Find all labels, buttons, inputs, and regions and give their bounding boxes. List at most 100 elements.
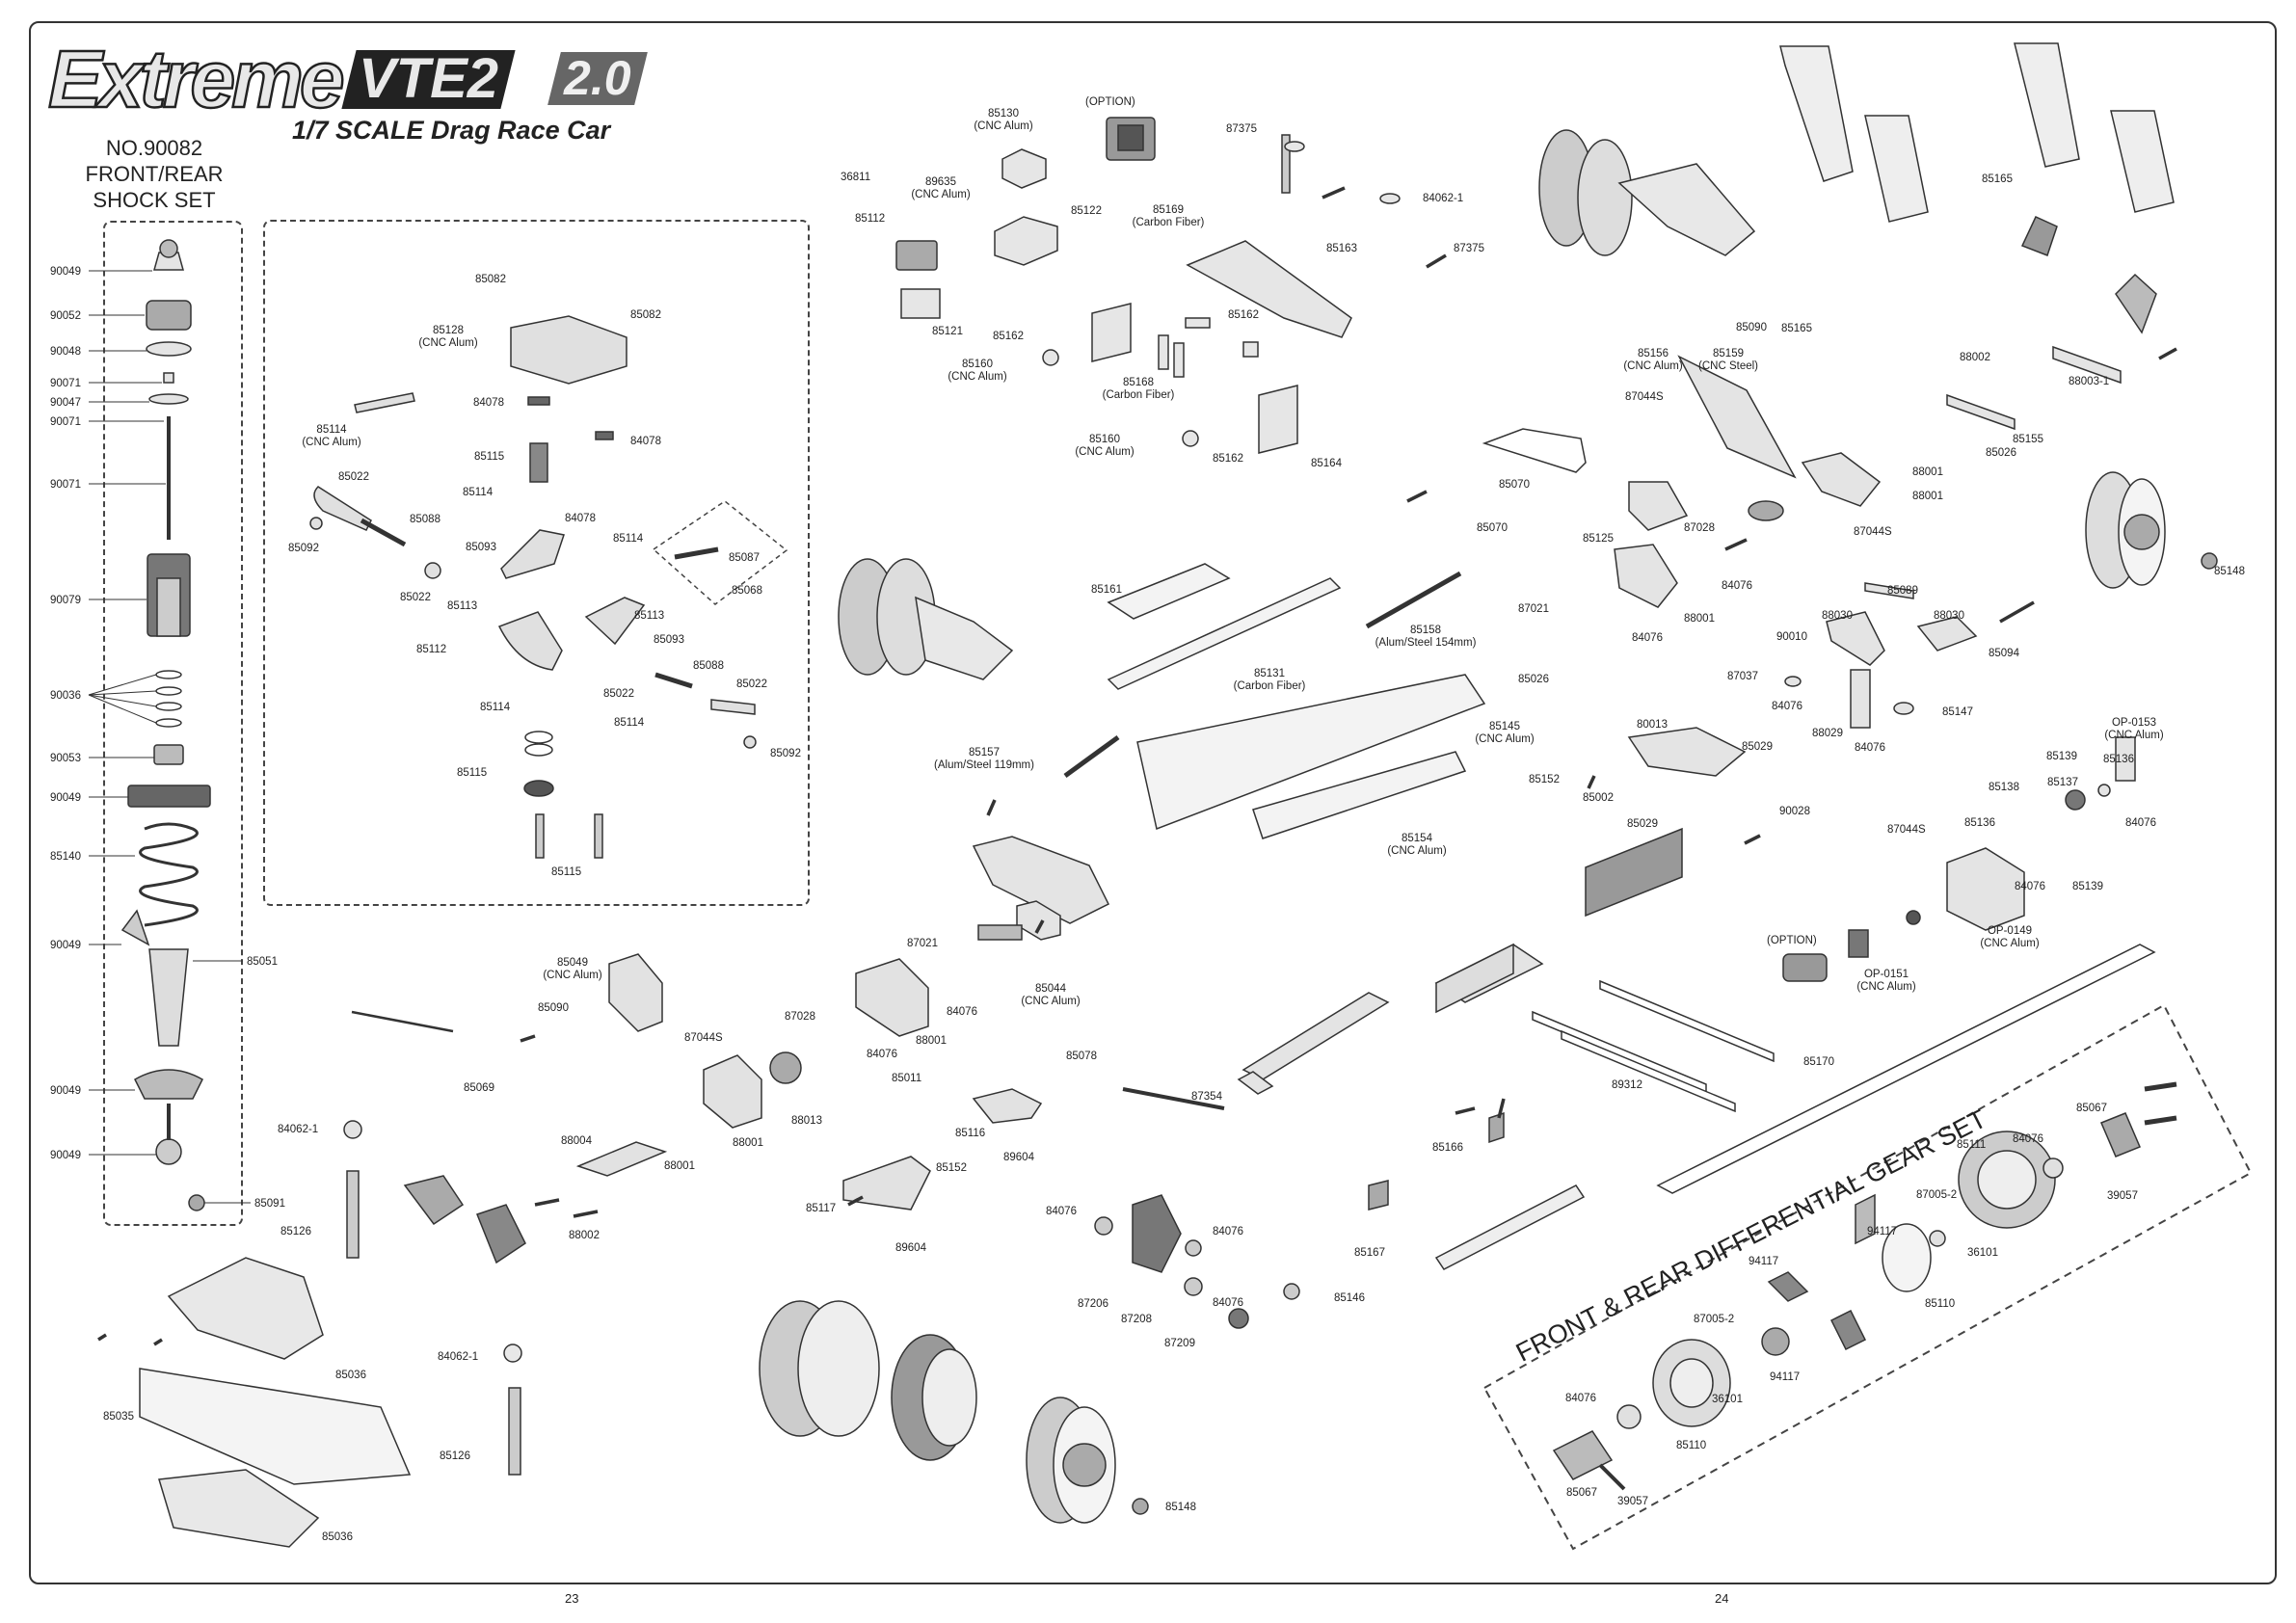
part-label: OP-0151(CNC Alum) xyxy=(1856,969,1916,993)
part-label: 85161 xyxy=(1091,584,1122,596)
part-label: 90071 xyxy=(50,378,81,389)
part-label: 88003-1 xyxy=(2069,376,2110,387)
part-label: 88030 xyxy=(1934,610,1964,622)
part-label: 85070 xyxy=(1499,479,1530,491)
part-label: 85168(Carbon Fiber) xyxy=(1102,377,1175,401)
part-label: 90071 xyxy=(50,416,81,428)
part-label: 87005-2 xyxy=(1916,1189,1958,1201)
part-label: 85122 xyxy=(1071,205,1102,217)
part-label: 84076 xyxy=(2015,881,2045,892)
part-label: 85139 xyxy=(2072,881,2103,892)
screws xyxy=(97,186,2177,1346)
part-label: 84076 xyxy=(1046,1206,1077,1217)
part-label: 85088 xyxy=(410,514,441,525)
shock-set-line3: SHOCK SET xyxy=(93,188,216,212)
part-label: 87028 xyxy=(1684,522,1715,534)
part-label: 85126 xyxy=(280,1226,311,1237)
page-number-right: 24 xyxy=(1715,1591,1729,1606)
part-label: 85130(CNC Alum) xyxy=(974,108,1033,132)
part-label: 85137 xyxy=(2047,777,2078,788)
shock-assembly xyxy=(120,239,211,1211)
rear-drivetrain xyxy=(1614,345,2136,982)
part-label: 88002 xyxy=(569,1230,600,1241)
part-label: 85156(CNC Alum) xyxy=(1623,348,1683,372)
part-label: 90047 xyxy=(50,397,81,409)
part-label: 85128(CNC Alum) xyxy=(418,325,478,349)
part-label: 85113 xyxy=(447,600,478,612)
shock-leaders xyxy=(88,270,251,1204)
part-label: 85136 xyxy=(1964,817,1995,829)
part-label: 85115 xyxy=(551,866,582,878)
part-label: 85026 xyxy=(1986,447,2016,459)
part-label: 85169(Carbon Fiber) xyxy=(1132,204,1205,228)
logo-word-extreme: Extreme xyxy=(47,34,346,124)
part-label: 85090 xyxy=(1736,322,1767,333)
rear-body-pieces xyxy=(1779,42,2175,334)
part-label: 85166 xyxy=(1432,1142,1463,1154)
part-label: 84076 xyxy=(1565,1393,1596,1404)
part-label: 84076 xyxy=(867,1049,897,1060)
part-label: 85113 xyxy=(634,610,665,622)
lower-suspension-parts xyxy=(343,953,1225,1273)
part-label: 85157(Alum/Steel 119mm) xyxy=(934,747,1034,771)
part-label: 87028 xyxy=(785,1011,815,1023)
part-label: 84062-1 xyxy=(438,1351,479,1363)
part-label: 87005-2 xyxy=(1694,1314,1735,1325)
hub-parts xyxy=(1094,1216,1300,1329)
part-label: 90049 xyxy=(50,792,81,804)
part-label: 85068 xyxy=(732,585,762,597)
part-label: 84078 xyxy=(565,513,596,524)
part-label: 85121 xyxy=(932,326,963,337)
part-label: 85165 xyxy=(1781,323,1812,334)
part-label: 88013 xyxy=(791,1115,822,1127)
part-label: 85092 xyxy=(288,543,319,554)
part-label: 90049 xyxy=(50,1085,81,1097)
part-label: 85145(CNC Alum) xyxy=(1475,721,1535,745)
part-label: 84076 xyxy=(947,1006,977,1018)
part-label: 84076 xyxy=(2013,1133,2043,1145)
part-label: 85152 xyxy=(936,1162,967,1174)
part-label: 90071 xyxy=(50,479,81,491)
front-suspension-box xyxy=(263,220,810,906)
part-label: 85067 xyxy=(2076,1103,2107,1114)
part-label: 85117 xyxy=(806,1203,837,1214)
part-label: 84076 xyxy=(1632,632,1663,644)
shock-set-box xyxy=(103,221,243,1226)
part-label: 90079 xyxy=(50,595,81,606)
part-label: 88030 xyxy=(1822,610,1853,622)
part-label: 89312 xyxy=(1612,1079,1642,1091)
part-label: 85148 xyxy=(1165,1502,1196,1513)
part-label: 85022 xyxy=(736,678,767,690)
part-label: 90028 xyxy=(1779,806,1810,817)
part-label: 85093 xyxy=(466,542,496,553)
shock-set-title: NO.90082 FRONT/REAR SHOCK SET xyxy=(77,135,231,213)
part-label: 85165 xyxy=(1982,173,2013,185)
part-label: 36101 xyxy=(1967,1247,1998,1259)
part-label: 87375 xyxy=(1454,243,1484,254)
page-number-left: 23 xyxy=(565,1591,579,1606)
part-label: 84078 xyxy=(473,397,504,409)
part-label: 84076 xyxy=(2125,817,2156,829)
part-label: 90036 xyxy=(50,690,81,702)
shock-set-line2: FRONT/REAR xyxy=(85,162,224,186)
part-label: 87354 xyxy=(1191,1091,1222,1103)
part-label: 85094 xyxy=(1989,648,2019,659)
diff-set-box xyxy=(1482,1003,2253,1551)
part-label: 88001 xyxy=(1684,613,1715,625)
part-label: 84076 xyxy=(1213,1297,1243,1309)
part-label: 84076 xyxy=(1772,701,1802,712)
chassis-plates xyxy=(1063,428,1587,839)
part-label: 90049 xyxy=(50,266,81,278)
rear-tires xyxy=(759,1300,1149,1524)
part-label: 88001 xyxy=(733,1137,763,1149)
part-label: 87206 xyxy=(1078,1298,1108,1310)
part-label: 89604 xyxy=(1003,1152,1034,1163)
part-label: 85116 xyxy=(955,1128,986,1139)
page-frame xyxy=(29,21,2277,1584)
part-label: 85110 xyxy=(1925,1298,1956,1310)
part-label: 94117 xyxy=(1867,1226,1898,1237)
part-label: 85114 xyxy=(614,717,645,729)
part-label: 85070 xyxy=(1477,522,1508,534)
part-label: 85148 xyxy=(2214,566,2245,577)
